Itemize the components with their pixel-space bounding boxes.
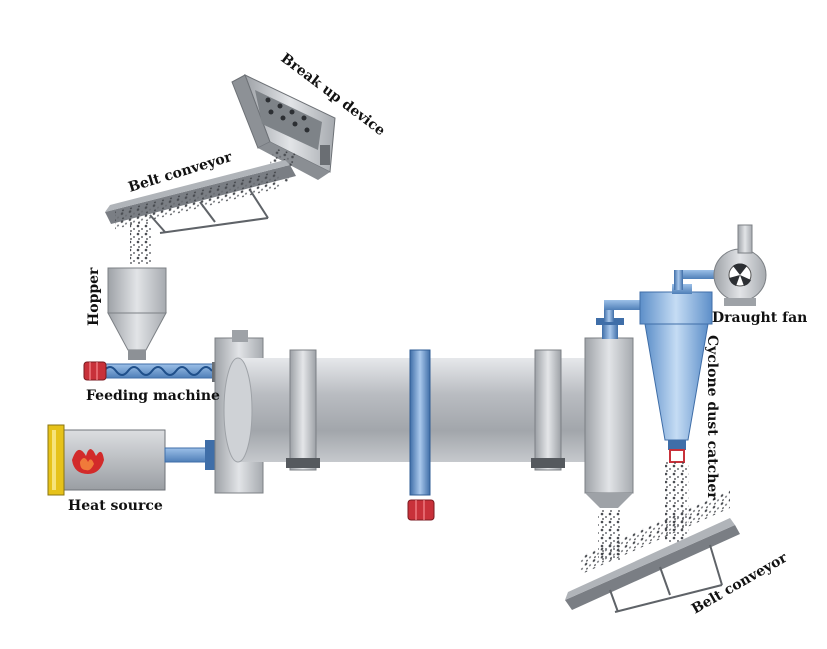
label-draught-fan: Draught fan	[712, 310, 807, 326]
feeding-machine	[83, 361, 222, 382]
label-heat-source: Heat source	[68, 498, 163, 514]
label-cyclone-dust-catcher: Cyclone dust catcher	[704, 335, 720, 500]
heat-source	[47, 424, 217, 496]
duct	[604, 300, 654, 322]
falling-material	[130, 222, 152, 264]
belt-conveyor-bottom	[565, 489, 740, 613]
label-belt-conveyor-bottom: Belt conveyor	[689, 550, 790, 618]
cyclone-dust-catcher	[639, 284, 713, 463]
belt-conveyor-top	[105, 160, 296, 234]
label-hopper: Hopper	[86, 267, 102, 326]
hopper	[107, 267, 167, 360]
draught-fan	[674, 224, 767, 306]
discharge-hood	[584, 318, 634, 508]
drive-gear	[407, 349, 435, 521]
label-feeding-machine: Feeding machine	[86, 388, 220, 404]
